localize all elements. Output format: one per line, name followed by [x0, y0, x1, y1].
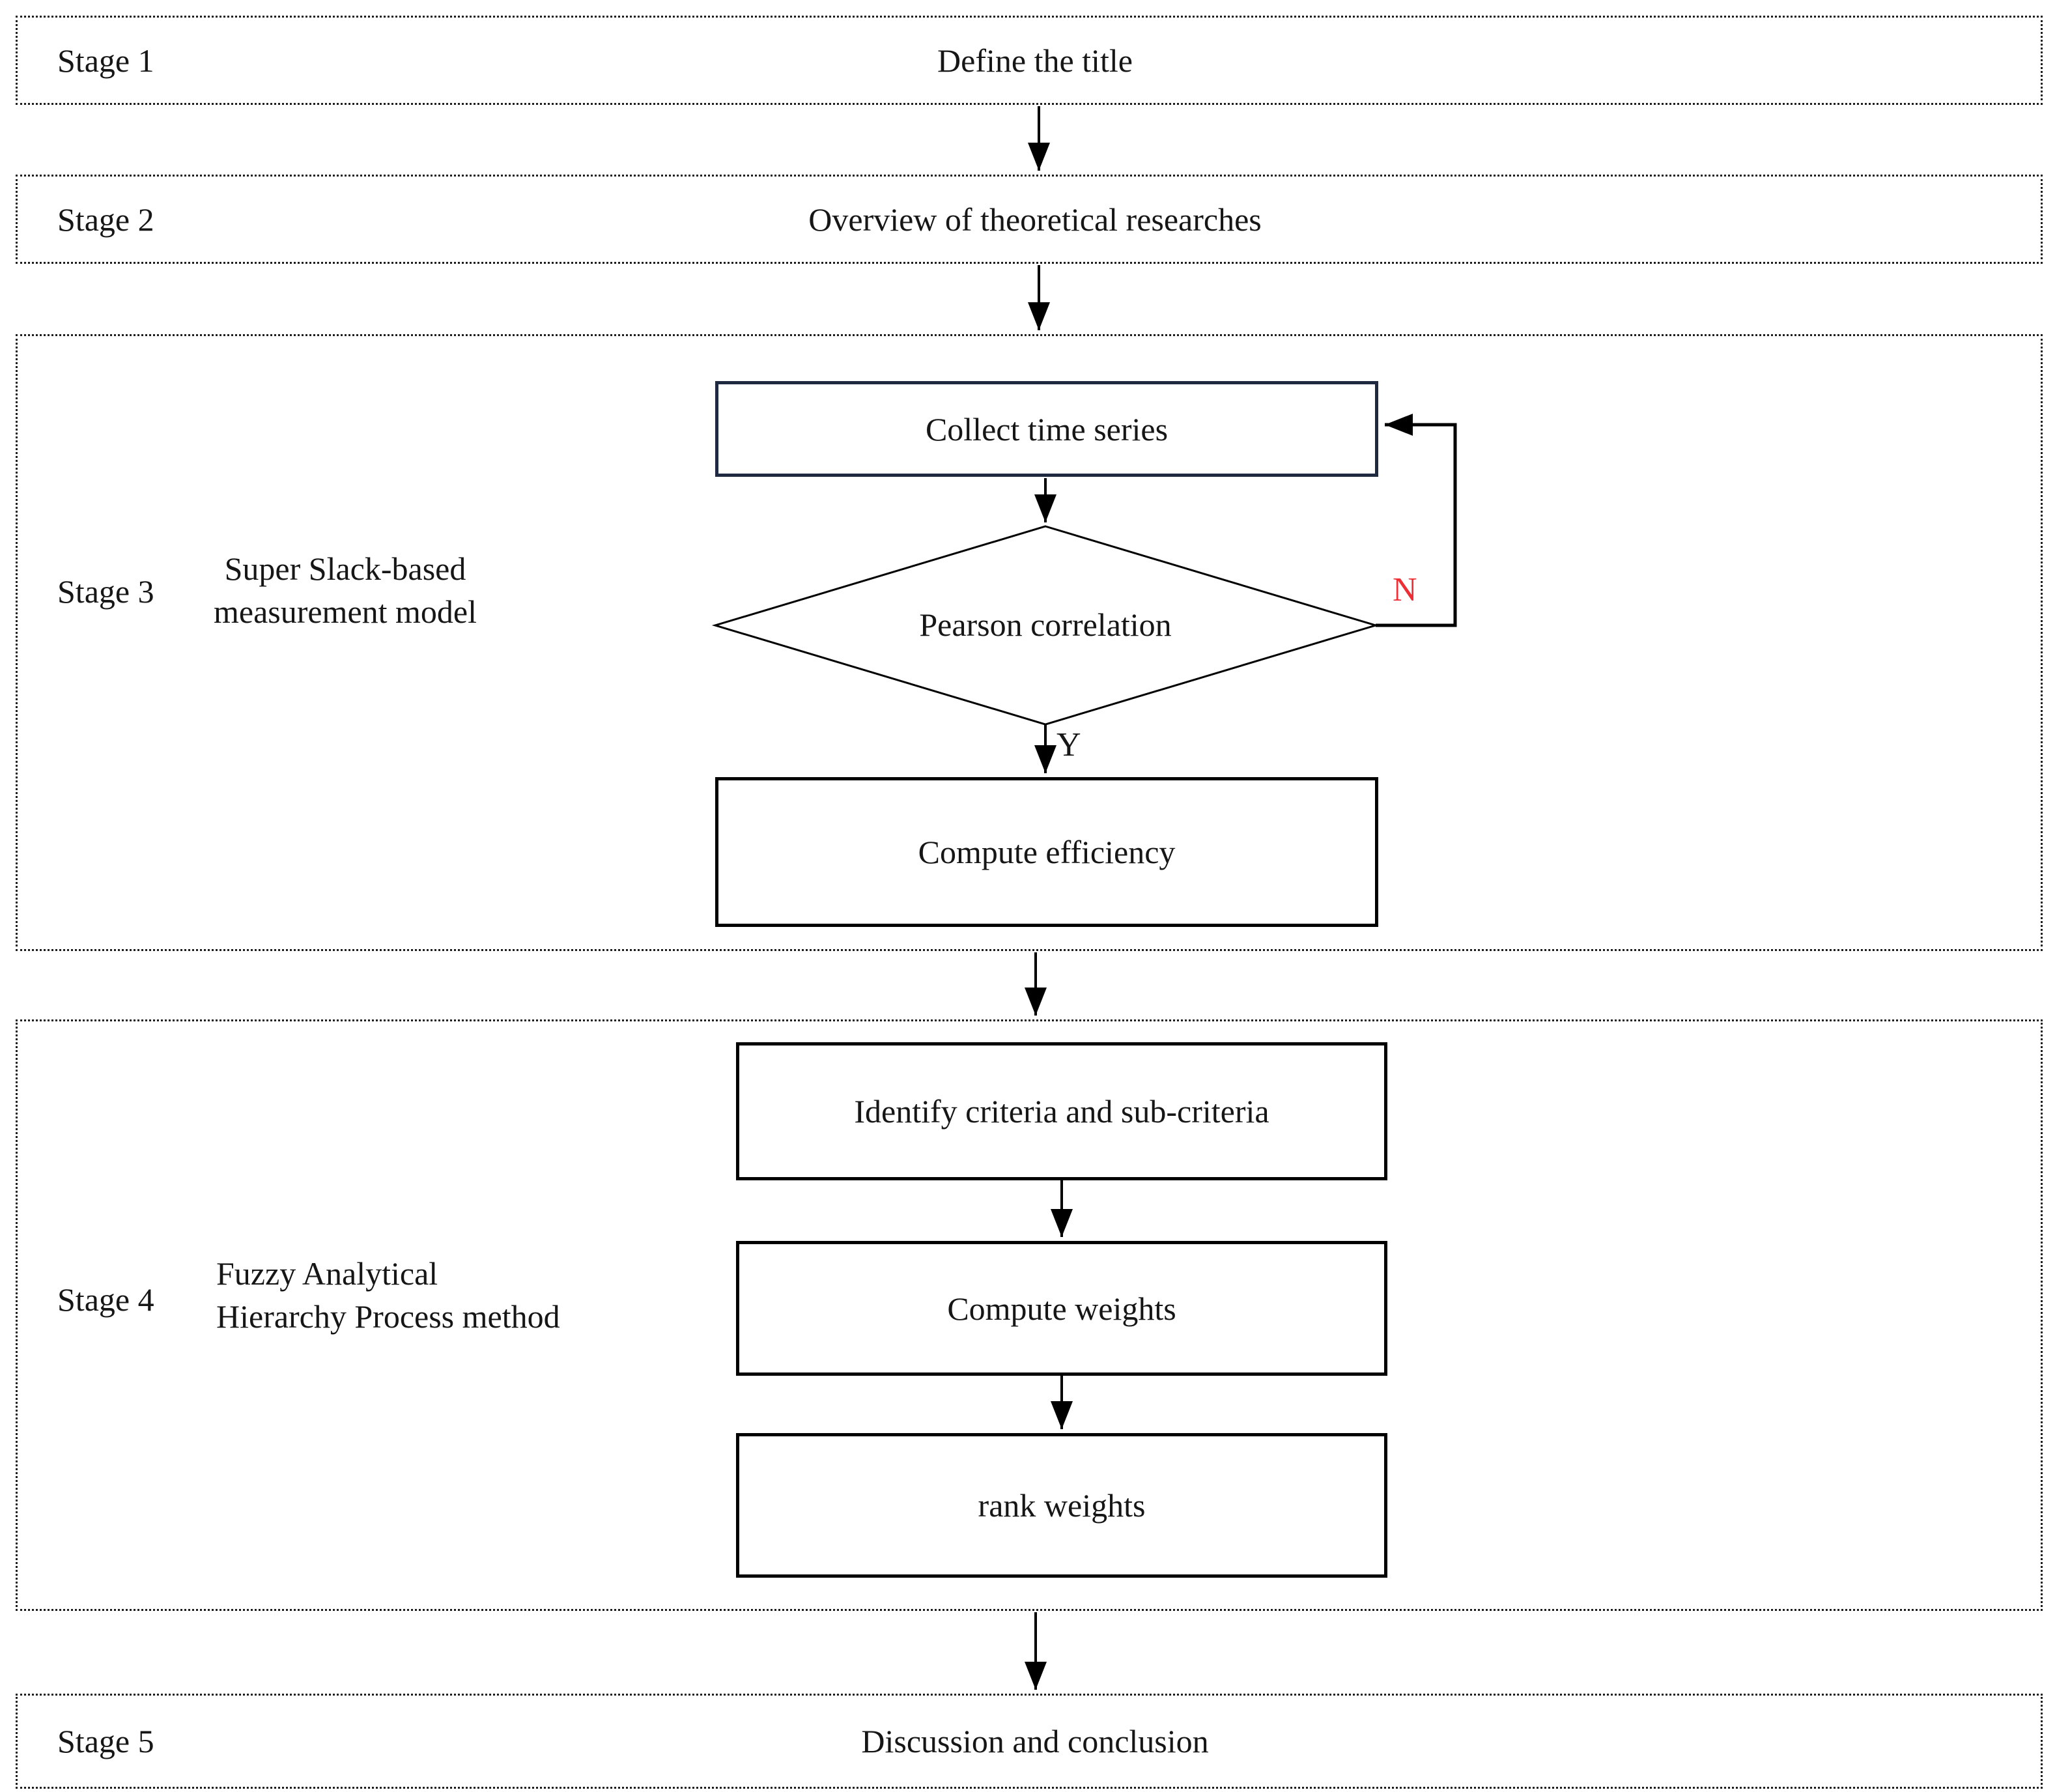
- stage5-label: Stage 5: [57, 1723, 154, 1759]
- decision-no-label: N: [1393, 571, 1417, 608]
- stage2-label: Stage 2: [57, 201, 154, 238]
- stage3-label: Stage 3: [57, 573, 154, 610]
- compute-efficiency-box: Compute efficiency: [715, 777, 1378, 927]
- compute-weights-box: Compute weights: [736, 1241, 1387, 1376]
- decision-yes-label: Y: [1056, 726, 1081, 763]
- stage3-side-title-line2: measurement model: [213, 593, 477, 630]
- compute-weights-label: Compute weights: [947, 1290, 1176, 1327]
- stage4-side-title: Fuzzy Analytical Hierarchy Process metho…: [216, 1252, 560, 1338]
- stage4-side-title-line1: Fuzzy Analytical: [216, 1255, 438, 1292]
- rank-weights-label: rank weights: [978, 1487, 1146, 1524]
- stage2-title: Overview of theoretical researches: [808, 201, 1262, 238]
- stage1-title: Define the title: [937, 42, 1133, 79]
- stage3-side-title: Super Slack-based measurement model: [156, 547, 534, 633]
- stage5-container: [16, 1694, 2043, 1789]
- stage2-container: [16, 175, 2043, 264]
- collect-time-series-box: Collect time series: [715, 381, 1378, 477]
- stage4-side-title-line2: Hierarchy Process method: [216, 1298, 560, 1335]
- stage4-label: Stage 4: [57, 1281, 154, 1318]
- identify-criteria-label: Identify criteria and sub-criteria: [854, 1093, 1269, 1130]
- stage1-container: [16, 16, 2043, 105]
- stage3-side-title-line1: Super Slack-based: [224, 550, 466, 587]
- stage1-label: Stage 1: [57, 42, 154, 79]
- rank-weights-box: rank weights: [736, 1433, 1387, 1578]
- stage3-container: [16, 334, 2043, 951]
- decision-label: Pearson correlation: [919, 606, 1172, 643]
- collect-time-series-label: Collect time series: [925, 410, 1169, 448]
- stage5-title: Discussion and conclusion: [861, 1723, 1209, 1759]
- compute-efficiency-label: Compute efficiency: [918, 834, 1176, 870]
- identify-criteria-box: Identify criteria and sub-criteria: [736, 1042, 1387, 1180]
- stage4-container: [16, 1019, 2043, 1611]
